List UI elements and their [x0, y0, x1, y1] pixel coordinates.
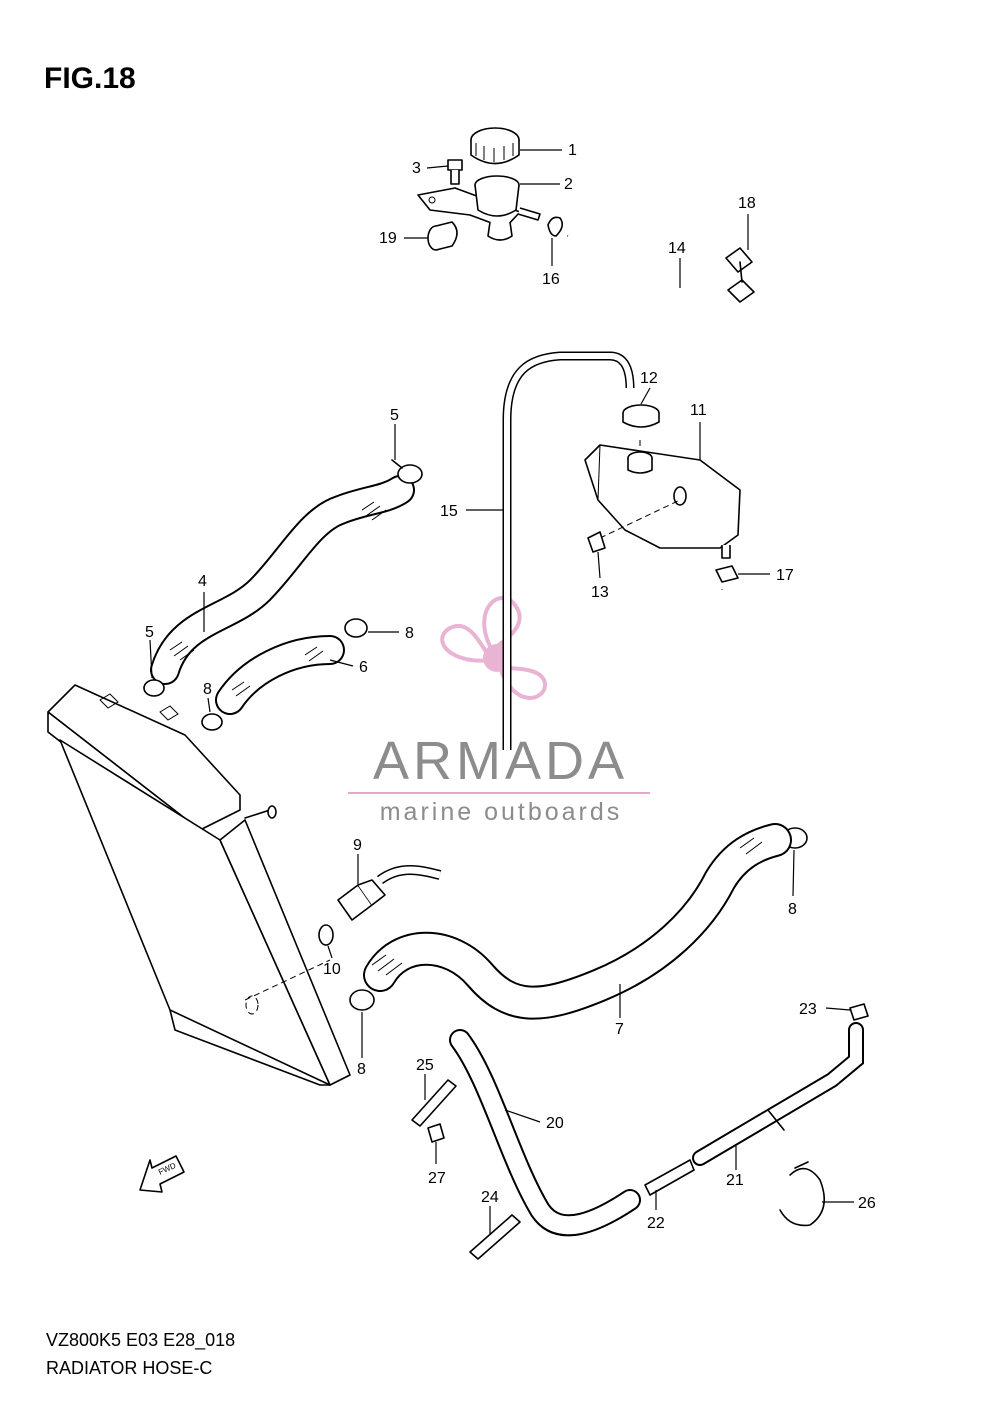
- hose-14: [566, 233, 834, 757]
- figure-code: VZ800K5 E03 E28_018: [46, 1330, 236, 1350]
- callout-22: 22: [647, 1215, 665, 1232]
- watermark-brand: ARMADA: [372, 731, 629, 791]
- clamp-8-bottom: [349, 989, 375, 1011]
- watermark-tagline: marine outboards: [379, 798, 623, 826]
- callout-8-left: 8: [203, 681, 212, 698]
- radiator: [47, 684, 351, 1086]
- thermo-switch: [337, 865, 442, 921]
- watermark-divider: [348, 792, 650, 794]
- bolt-3: [447, 159, 463, 185]
- callout-25: 25: [416, 1057, 434, 1074]
- clip-16: [547, 216, 564, 237]
- callout-8-bottom: 8: [357, 1061, 366, 1078]
- clip-17: [715, 565, 739, 583]
- clamp-5-top: [391, 459, 423, 484]
- callout-24: 24: [481, 1189, 499, 1206]
- bolt-13: [587, 531, 606, 553]
- callouts: 1 2 3 19 16 14 18 12 11 13 17 15 5 4 5 8…: [145, 142, 876, 1232]
- callout-6: 6: [359, 659, 368, 676]
- figure-name: RADIATOR HOSE-C: [46, 1358, 213, 1378]
- reservoir-tank: [584, 440, 741, 559]
- clamp-26: [779, 1161, 826, 1227]
- callout-1: 1: [568, 142, 577, 159]
- callout-16: 16: [542, 271, 560, 288]
- callout-20: 20: [546, 1115, 564, 1132]
- figure-title: FIG.18: [44, 62, 136, 95]
- callout-2: 2: [564, 176, 573, 193]
- callout-7: 7: [615, 1021, 624, 1038]
- cap-12: [622, 404, 660, 428]
- callout-15: 15: [440, 503, 458, 520]
- callout-13: 13: [591, 584, 609, 601]
- callout-27: 27: [428, 1170, 446, 1187]
- clamp-8-top: [344, 618, 368, 638]
- callout-5-top: 5: [390, 407, 399, 424]
- watermark-logo: [440, 596, 548, 700]
- clamp-8-left: [201, 713, 223, 731]
- callout-11: 11: [690, 402, 707, 419]
- bolt-27: [427, 1123, 445, 1143]
- callout-23: 23: [799, 1001, 817, 1018]
- callout-10: 10: [323, 961, 341, 978]
- bracket-24: [469, 1214, 521, 1260]
- filler-neck: [417, 175, 541, 241]
- callout-12: 12: [640, 370, 658, 387]
- leader-lines: [149, 149, 854, 1234]
- fwd-arrow: FWD: [139, 1155, 185, 1193]
- callout-19: 19: [379, 230, 397, 247]
- hose-20: [449, 1029, 641, 1237]
- callout-8-top: 8: [405, 625, 414, 642]
- callout-5-left: 5: [145, 624, 154, 641]
- callout-8-right: 8: [788, 901, 797, 918]
- hose-4: [150, 475, 415, 685]
- callout-26: 26: [858, 1195, 876, 1212]
- pipe-21: [692, 1022, 864, 1166]
- callout-4: 4: [198, 573, 207, 590]
- callout-9: 9: [353, 837, 362, 854]
- hose-15: [502, 351, 635, 750]
- hose-7: [363, 823, 792, 1020]
- radiator-cap: [470, 127, 520, 165]
- clamp-5-left: [143, 679, 165, 697]
- clamp-19: [427, 221, 458, 251]
- callout-14: 14: [668, 240, 686, 257]
- callout-17: 17: [776, 567, 794, 584]
- clip-18: [725, 247, 755, 303]
- bracket-25: [411, 1079, 457, 1127]
- washer-10: [318, 924, 334, 946]
- fitting-22: [644, 1159, 695, 1196]
- hose-6: [215, 635, 345, 715]
- callout-21: 21: [726, 1172, 744, 1189]
- clip-23: [849, 1003, 869, 1021]
- callout-18: 18: [738, 195, 756, 212]
- callout-3: 3: [412, 160, 421, 177]
